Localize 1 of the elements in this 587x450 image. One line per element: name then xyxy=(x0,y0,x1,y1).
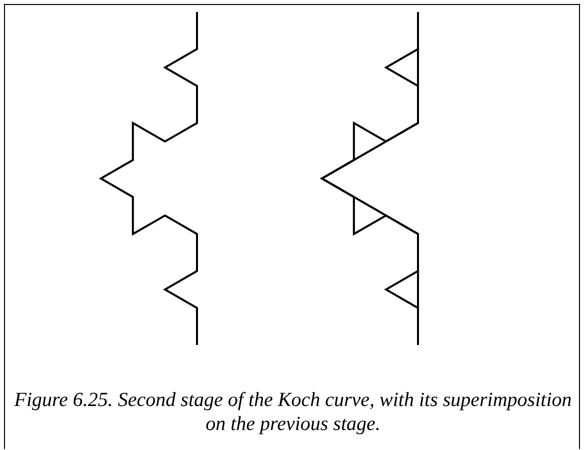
figure-caption: Figure 6.25. Second stage of the Koch curve, with its superimposition on the previous stage. xyxy=(13,388,573,436)
